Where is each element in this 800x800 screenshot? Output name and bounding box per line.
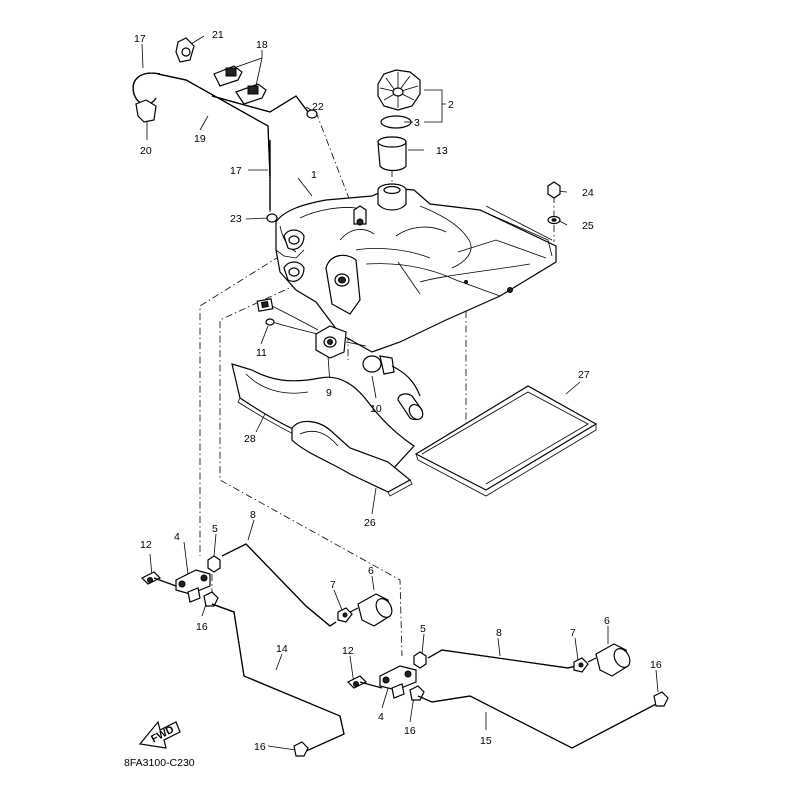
cap-gasket-3 xyxy=(380,115,412,129)
fuel-filter-6-right xyxy=(587,643,631,677)
label-7-right: 7 xyxy=(570,627,576,639)
fuel-filter-6-left xyxy=(349,593,393,627)
clamp-16-left-upper xyxy=(203,591,219,607)
label-6-left: 6 xyxy=(368,565,374,577)
fuel-cap-assembly xyxy=(377,69,561,225)
fuel-cock-left xyxy=(140,543,393,757)
heat-protector-27 xyxy=(414,385,598,497)
label-16-b: 16 xyxy=(254,741,266,753)
label-8-right: 8 xyxy=(496,627,502,639)
bolt-12-left xyxy=(140,571,177,587)
label-7-left: 7 xyxy=(330,579,336,591)
hose-joint-22 xyxy=(306,109,318,119)
fuel-hose-15 xyxy=(417,695,661,749)
label-28: 28 xyxy=(244,433,256,445)
label-26: 26 xyxy=(364,517,376,529)
label-12-left: 12 xyxy=(140,539,152,551)
label-9: 9 xyxy=(326,387,332,399)
fuel-cock-right xyxy=(346,643,669,749)
label-14: 14 xyxy=(276,643,288,655)
fuel-sensor-10 xyxy=(362,355,424,421)
label-20: 20 xyxy=(140,145,152,157)
bolt-24 xyxy=(547,181,561,199)
label-1: 1 xyxy=(311,169,317,181)
cover-26 xyxy=(291,420,413,497)
label-16-d: 16 xyxy=(650,659,662,671)
clamp-18b xyxy=(235,83,267,105)
fuel-sender-assembly xyxy=(256,298,424,421)
label-11: 11 xyxy=(256,347,267,359)
fuel-hose-8-left xyxy=(221,543,337,627)
label-2: 2 xyxy=(448,99,454,111)
washer-25 xyxy=(547,215,561,225)
label-18: 18 xyxy=(256,39,268,51)
clamp-7-right xyxy=(573,657,589,673)
clamp-16-left-lower xyxy=(293,741,309,757)
label-17-top: 17 xyxy=(134,33,146,45)
clamp-7-left xyxy=(337,607,353,623)
fwd-arrow-icon: FWD xyxy=(138,720,181,749)
fuel-sender-9 xyxy=(315,325,367,359)
label-17-mid: 17 xyxy=(230,165,242,177)
bolt-12-right xyxy=(346,675,383,689)
label-13: 13 xyxy=(436,145,448,157)
label-12-right: 12 xyxy=(342,645,354,657)
label-8-left: 8 xyxy=(250,509,256,521)
oring-5-right xyxy=(413,651,427,669)
label-10: 10 xyxy=(370,403,382,415)
fuel-tank-1 xyxy=(275,183,557,353)
grommet-23 xyxy=(266,213,278,223)
label-15: 15 xyxy=(480,735,492,747)
label-24: 24 xyxy=(582,187,594,199)
clamp-16-right-b xyxy=(653,691,669,707)
label-16-a: 16 xyxy=(196,621,208,633)
label-5-right: 5 xyxy=(420,623,426,635)
label-23: 23 xyxy=(230,213,242,225)
label-6-right: 6 xyxy=(604,615,610,627)
label-25: 25 xyxy=(582,220,594,232)
fuel-cock-4-left xyxy=(175,569,211,603)
fuel-strainer-13 xyxy=(377,136,407,172)
fuel-cap-2 xyxy=(377,69,421,111)
label-27: 27 xyxy=(578,369,590,381)
label-5-left: 5 xyxy=(212,523,218,535)
label-16-c: 16 xyxy=(404,725,416,737)
label-3: 3 xyxy=(414,117,420,129)
fuel-hose-14 xyxy=(211,603,345,753)
label-21: 21 xyxy=(212,29,224,41)
diagram-code: 8FA3100-C230 xyxy=(124,757,195,769)
oring-5-left xyxy=(207,555,221,573)
label-4-left: 4 xyxy=(174,531,180,543)
clamp-18a xyxy=(213,65,243,87)
label-19: 19 xyxy=(194,133,206,145)
clamp-20 xyxy=(135,99,157,123)
breather-hose-assembly xyxy=(132,37,318,223)
part-labels: 1 2 3 4 4 5 5 6 6 7 7 8 8 9 10 11 12 12 … xyxy=(134,29,662,753)
connector-11 xyxy=(256,298,319,335)
label-22: 22 xyxy=(312,101,324,113)
fuel-cock-4-right xyxy=(379,665,417,699)
label-4-right: 4 xyxy=(378,711,384,723)
